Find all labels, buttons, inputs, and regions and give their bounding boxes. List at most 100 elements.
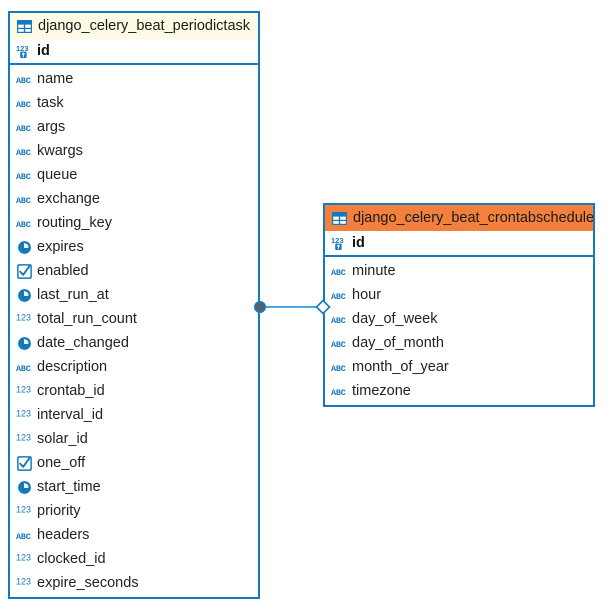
integer-icon: 123 — [16, 551, 32, 567]
svg-text:ABC: ABC — [16, 148, 31, 158]
integer-icon: 123 — [16, 311, 32, 327]
svg-text:ABC: ABC — [16, 364, 31, 374]
datetime-icon — [16, 287, 32, 303]
field-row[interactable]: ABC queue — [10, 163, 258, 187]
svg-text:123: 123 — [16, 577, 31, 587]
text-icon: ABC — [16, 359, 32, 375]
svg-text:123: 123 — [16, 44, 29, 53]
field-row[interactable]: ABC name — [10, 67, 258, 91]
svg-text:123: 123 — [16, 553, 31, 563]
field-row[interactable]: ABC kwargs — [10, 139, 258, 163]
text-icon: ABC — [331, 311, 347, 327]
datetime-icon — [16, 335, 32, 351]
svg-text:123: 123 — [16, 433, 31, 443]
relationship-source-marker — [254, 301, 266, 313]
field-label: timezone — [352, 382, 411, 399]
svg-text:ABC: ABC — [16, 172, 31, 182]
datetime-icon — [16, 479, 32, 495]
text-icon: ABC — [331, 359, 347, 375]
field-row[interactable]: one_off — [10, 451, 258, 475]
field-label: one_off — [37, 454, 86, 471]
field-row[interactable]: ABC task — [10, 91, 258, 115]
svg-text:ABC: ABC — [16, 76, 31, 86]
svg-text:123: 123 — [16, 505, 31, 515]
field-label: start_time — [37, 478, 101, 495]
table-icon — [331, 210, 347, 226]
integer-key-icon: 123 — [16, 43, 32, 59]
field-label: id — [352, 234, 365, 251]
text-icon: ABC — [16, 167, 32, 183]
field-row[interactable]: ABC exchange — [10, 187, 258, 211]
svg-text:ABC: ABC — [331, 316, 346, 326]
field-row-id[interactable]: 123 id — [10, 39, 258, 63]
field-label: priority — [37, 502, 81, 519]
field-label: kwargs — [37, 142, 83, 159]
field-label: minute — [352, 262, 396, 279]
field-label: id — [37, 42, 50, 59]
svg-text:ABC: ABC — [16, 196, 31, 206]
field-label: task — [37, 94, 64, 111]
field-row[interactable]: ABC minute — [325, 259, 593, 283]
svg-text:ABC: ABC — [331, 292, 346, 302]
svg-text:ABC: ABC — [331, 388, 346, 398]
field-label: headers — [37, 526, 90, 543]
integer-key-icon: 123 — [331, 235, 347, 251]
field-label: queue — [37, 166, 78, 183]
field-row[interactable]: start_time — [10, 475, 258, 499]
field-row-id[interactable]: 123 id — [325, 231, 593, 255]
svg-text:ABC: ABC — [331, 340, 346, 350]
text-icon: ABC — [16, 71, 32, 87]
text-icon: ABC — [331, 263, 347, 279]
field-row[interactable]: enabled — [10, 259, 258, 283]
field-label: routing_key — [37, 214, 112, 231]
field-row[interactable]: expires — [10, 235, 258, 259]
entity-table-crontabschedule[interactable]: django_celery_beat_crontabschedule 123 i… — [323, 203, 595, 407]
field-label: name — [37, 70, 74, 87]
text-icon: ABC — [16, 191, 32, 207]
field-row[interactable]: date_changed — [10, 331, 258, 355]
field-row[interactable]: 123 priority — [10, 499, 258, 523]
field-row[interactable]: ABC timezone — [325, 379, 593, 403]
svg-text:123: 123 — [331, 236, 344, 245]
integer-icon: 123 — [16, 503, 32, 519]
table-icon — [16, 18, 32, 34]
field-label: solar_id — [37, 430, 88, 447]
entity-header-periodictask[interactable]: django_celery_beat_periodictask — [10, 13, 258, 39]
entity-header-crontabschedule[interactable]: django_celery_beat_crontabschedule — [325, 205, 593, 231]
field-row[interactable]: 123 solar_id — [10, 427, 258, 451]
svg-text:ABC: ABC — [331, 364, 346, 374]
boolean-icon — [16, 455, 32, 471]
field-row[interactable]: 123 interval_id — [10, 403, 258, 427]
primary-key-block: 123 id — [10, 39, 258, 65]
entity-title: django_celery_beat_periodictask — [38, 17, 251, 34]
field-row[interactable]: last_run_at — [10, 283, 258, 307]
integer-icon: 123 — [16, 431, 32, 447]
field-label: args — [37, 118, 66, 135]
entity-table-periodictask[interactable]: django_celery_beat_periodictask 123 id A… — [8, 11, 260, 599]
integer-icon: 123 — [16, 383, 32, 399]
datetime-icon — [16, 239, 32, 255]
field-label: interval_id — [37, 406, 104, 423]
integer-icon: 123 — [16, 407, 32, 423]
svg-text:123: 123 — [16, 385, 31, 395]
text-icon: ABC — [16, 143, 32, 159]
field-label: enabled — [37, 262, 89, 279]
relationship-connector[interactable] — [252, 296, 332, 318]
text-icon: ABC — [331, 383, 347, 399]
text-icon: ABC — [16, 95, 32, 111]
field-label: exchange — [37, 190, 100, 207]
field-label: date_changed — [37, 334, 129, 351]
